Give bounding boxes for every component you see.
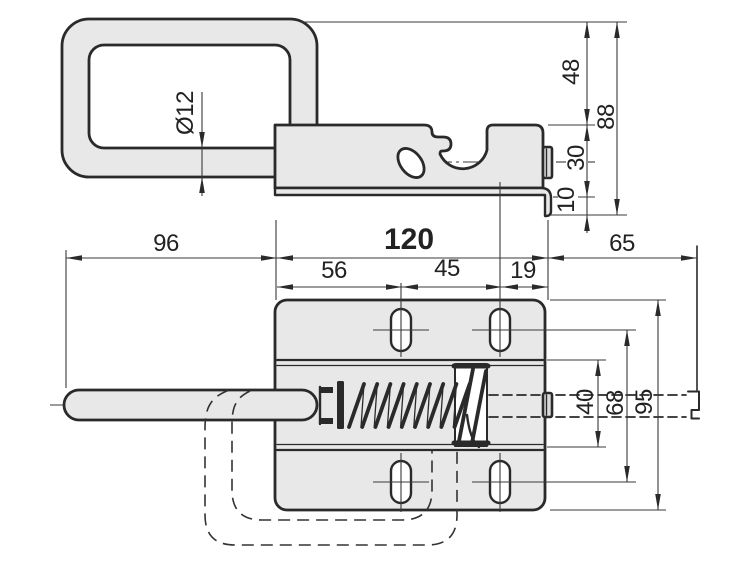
dim-slot-row-spacing: 68 (602, 390, 629, 416)
spring-retainer (318, 385, 333, 426)
dim-body-height: 30 (563, 145, 590, 171)
dim-rod-diameter: Ø12 (172, 91, 199, 135)
hidden-bolt-lines (488, 394, 687, 418)
dim-handle-length: 96 (153, 230, 179, 257)
dim-slot-left: 56 (321, 257, 347, 284)
dimension-arrows (66, 22, 697, 510)
wall-clip-profile (687, 390, 700, 420)
dim-body-depth: 95 (631, 389, 658, 415)
dim-bolt-reach: 65 (609, 230, 635, 257)
dim-slot-right: 19 (510, 257, 536, 284)
dim-loop-to-body: 48 (558, 59, 585, 85)
phantom-handle-loop (204, 389, 458, 546)
bolt-tip-side (541, 145, 554, 180)
handle-loop-inner (87, 43, 292, 150)
oval-hole (396, 147, 426, 179)
bolt-rod-plan (62, 388, 319, 422)
bolt-tip-plan (541, 391, 554, 419)
dim-overall-height: 88 (593, 104, 620, 130)
side-view (60, 17, 554, 218)
dim-body-width: 120 (383, 223, 435, 256)
dim-flange-offset: 10 (553, 187, 580, 213)
compression-spring (337, 367, 488, 449)
plan-view (62, 245, 700, 512)
mounting-flange-side (273, 186, 553, 218)
dim-slot-spacing: 45 (434, 255, 460, 282)
dim-channel-height: 40 (572, 389, 599, 415)
